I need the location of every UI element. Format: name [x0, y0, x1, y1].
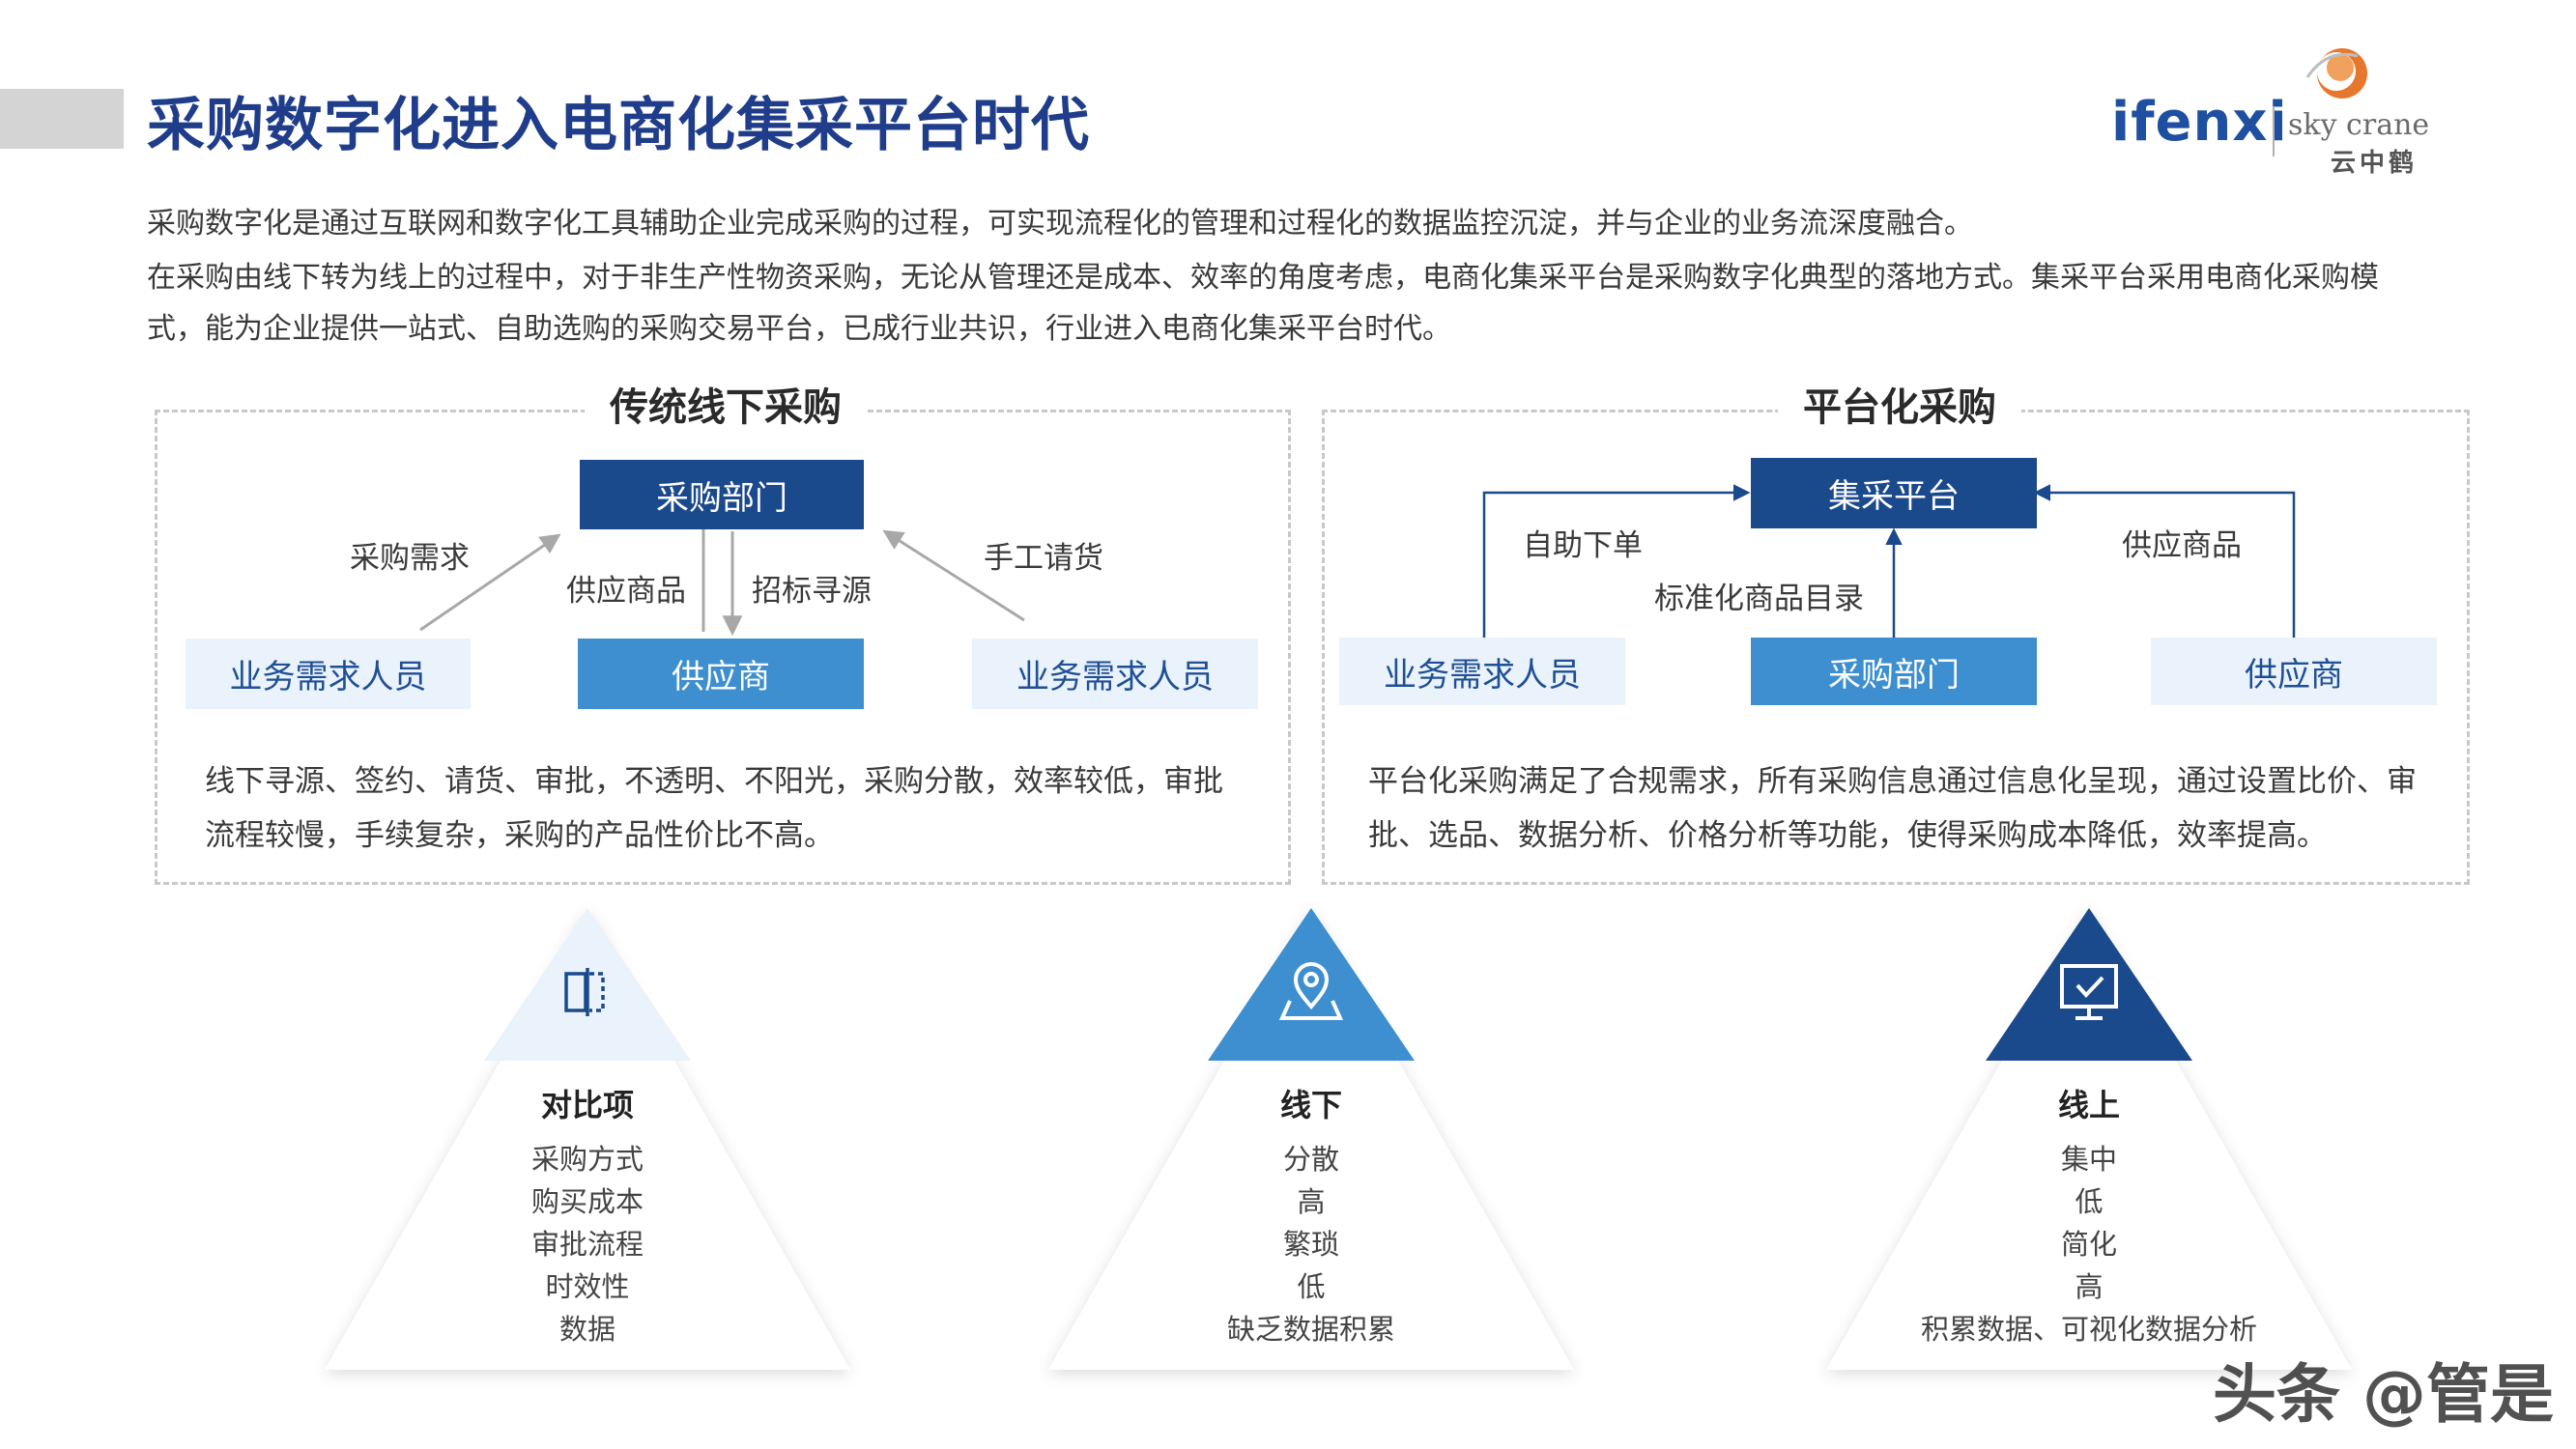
offline-column: 线下 分散 高 繁琐 低 缺乏数据积累 — [1108, 1084, 1514, 1350]
column-row: 积累数据、可视化数据分析 — [1920, 1313, 2257, 1346]
panel-title: 平台化采购 — [1778, 383, 2021, 433]
online-triangle — [1826, 908, 2352, 1370]
compare-icon — [564, 968, 605, 1016]
flow-label: 招标寻源 — [752, 574, 872, 609]
column-row: 低 — [2075, 1185, 2104, 1218]
column-row: 高 — [1297, 1185, 1326, 1218]
flow-label: 采购需求 — [350, 541, 470, 576]
column-title: 对比项 — [540, 1087, 634, 1123]
compare-item-column: 对比项 采购方式 购买成本 审批流程 时效性 数据 — [385, 1084, 790, 1350]
flow-label: 供应商品 — [566, 574, 686, 609]
skycrane-swirl-icon — [2305, 48, 2367, 99]
panel-description: 批、选品、数据分析、价格分析等功能，使得采购成本降低，效率提高。 — [1368, 818, 2327, 853]
panel-description: 平台化采购满足了合规需求，所有采购信息通过信息化呈现，通过设置比价、审 — [1368, 764, 2417, 799]
column-row: 时效性 — [545, 1270, 630, 1303]
page-title: 采购数字化进入电商化集采平台时代 — [147, 92, 1090, 159]
flow-label: 供应商品 — [2122, 528, 2242, 563]
column-row: 数据 — [558, 1313, 615, 1346]
panel-description: 线下寻源、签约、请货、审批，不透明、不阳光，采购分散，效率较低，审批 — [205, 764, 1223, 799]
flow-label: 标准化商品目录 — [1654, 582, 1864, 616]
column-row: 审批流程 — [530, 1228, 644, 1261]
central-platform-box: 集采平台 — [1751, 458, 2037, 528]
arrow-request-right — [882, 529, 1025, 622]
business-requester-box: 业务需求人员 — [972, 639, 1258, 709]
column-row: 低 — [1297, 1270, 1326, 1303]
online-tip — [1986, 908, 2192, 1061]
flow-label: 手工请货 — [984, 541, 1103, 576]
intro-line: 式，能为企业提供一站式、自助选购的采购交易平台，已成行业共识，行业进入电商化集采… — [147, 312, 1451, 346]
column-row: 高 — [2075, 1270, 2104, 1303]
panel-title: 传统线下采购 — [585, 383, 867, 433]
column-row: 简化 — [2060, 1228, 2117, 1261]
column-row: 分散 — [1282, 1143, 1339, 1176]
intro-line: 采购数字化是通过互联网和数字化工具辅助企业完成采购的过程，可实现流程化的管理和过… — [147, 207, 1973, 241]
column-row: 集中 — [2060, 1143, 2117, 1176]
skycrane-logo-chinese: 云中鹤 — [2331, 149, 2419, 178]
procurement-dept-box: 采购部门 — [580, 460, 864, 529]
skycrane-logo: sky crane — [2288, 108, 2430, 142]
column-row: 繁琐 — [1282, 1228, 1339, 1261]
compare-item-triangle — [325, 908, 850, 1370]
panel-description: 流程较慢，手续复杂，采购的产品性价比不高。 — [205, 818, 834, 853]
logo-divider — [2273, 106, 2275, 156]
title-accent-bar — [0, 89, 124, 149]
online-column: 线上 集中 低 简化 高 积累数据、可视化数据分析 — [1886, 1084, 2292, 1350]
location-pin-icon — [1278, 962, 1344, 1020]
offline-triangle — [1048, 908, 1574, 1370]
ifenxi-logo: ifenxi — [2111, 91, 2288, 154]
monitor-check-icon — [2060, 964, 2118, 1020]
watermark: 头条 @管是 — [2213, 1357, 2554, 1432]
column-title: 线上 — [2057, 1087, 2120, 1123]
supplier-box: 供应商 — [2151, 638, 2437, 705]
business-requester-box: 业务需求人员 — [186, 639, 471, 709]
column-row: 缺乏数据积累 — [1226, 1313, 1395, 1346]
arrow-self-order — [1482, 484, 1751, 638]
column-row: 采购方式 — [530, 1143, 644, 1176]
column-title: 线下 — [1279, 1087, 1342, 1123]
arrow-supply-goods — [2033, 484, 2296, 638]
column-row: 购买成本 — [530, 1185, 644, 1218]
intro-line: 在采购由线下转为线上的过程中，对于非生产性物资采购，无论从管理还是成本、效率的角… — [147, 261, 2379, 295]
arrow-demand-left — [419, 533, 561, 632]
business-requester-box: 业务需求人员 — [1339, 638, 1625, 705]
flow-label: 自助下单 — [1523, 528, 1643, 563]
procurement-dept-box: 采购部门 — [1751, 638, 2037, 705]
supplier-box: 供应商 — [578, 639, 864, 709]
